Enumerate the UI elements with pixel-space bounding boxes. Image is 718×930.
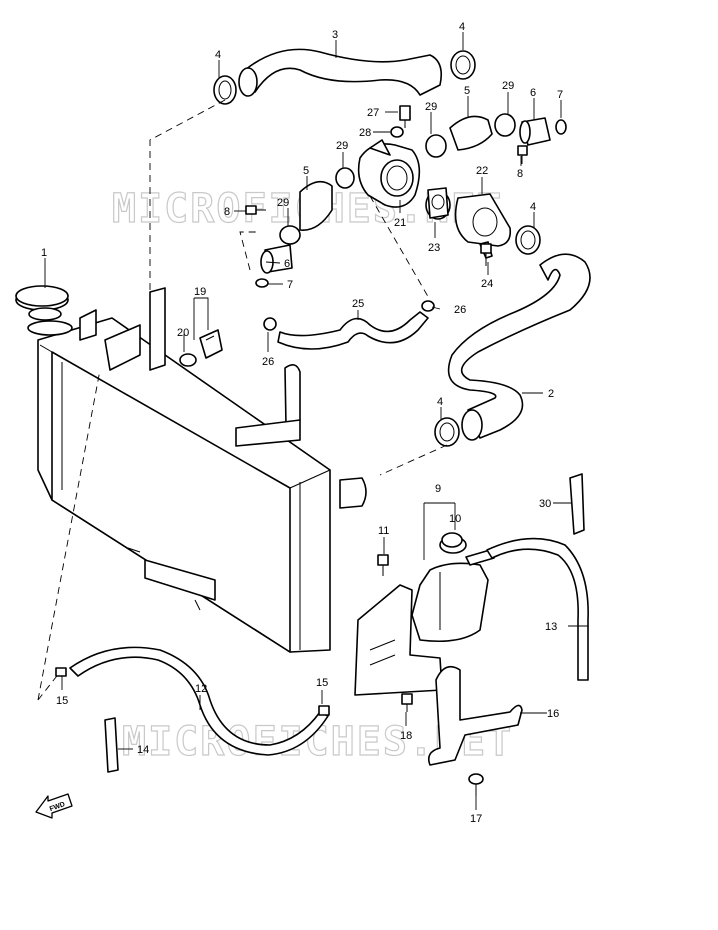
callout-11: 11 xyxy=(378,525,389,537)
clamp-29a xyxy=(425,134,447,158)
callout-3: 3 xyxy=(332,29,338,41)
pipe-fitting-6b xyxy=(260,244,293,274)
callout-25: 25 xyxy=(352,298,364,310)
radiator-cap xyxy=(15,285,73,336)
callout-4b: 4 xyxy=(459,21,465,33)
hose-12 xyxy=(69,646,329,756)
clamp-26b xyxy=(263,317,277,331)
callout-22: 22 xyxy=(476,165,488,177)
callout-15a: 15 xyxy=(56,695,68,707)
callout-17: 17 xyxy=(470,813,482,825)
callout-14: 14 xyxy=(137,744,149,756)
callout-24: 24 xyxy=(481,278,493,290)
callout-4c: 4 xyxy=(530,201,536,213)
hose-bypass xyxy=(277,311,429,350)
callout-6b: 6 xyxy=(284,258,290,270)
callout-13: 13 xyxy=(545,621,557,633)
clamp-26a xyxy=(421,300,435,312)
callout-28: 28 xyxy=(359,127,371,139)
fwd-arrow-icon: FWD xyxy=(35,793,73,819)
hose-holder-30 xyxy=(569,473,585,535)
hose-clamp-4b xyxy=(450,50,476,80)
o-ring-20 xyxy=(179,353,197,367)
gasket-28 xyxy=(390,126,404,138)
bolt-8a xyxy=(245,205,266,215)
fan-thermo-switch xyxy=(199,329,223,359)
callout-numbers: 1 2 3 4 4 4 4 5 5 6 6 7 7 8 8 9 10 11 12… xyxy=(41,21,563,825)
hose-clamp-4c xyxy=(515,225,541,255)
callout-12: 12 xyxy=(195,683,207,695)
callout-4a: 4 xyxy=(215,49,221,61)
thermostat-housing xyxy=(357,139,421,208)
clamp-15b xyxy=(318,705,330,716)
bolt-17 xyxy=(468,773,484,796)
callout-29a: 29 xyxy=(425,101,437,113)
callout-15b: 15 xyxy=(316,677,328,689)
callout-20: 20 xyxy=(177,327,189,339)
o-ring-7b xyxy=(255,278,269,288)
callout-6a: 6 xyxy=(530,87,536,99)
callout-1: 1 xyxy=(41,247,47,259)
callout-21: 21 xyxy=(394,217,406,229)
hose-short-5b xyxy=(299,180,333,231)
clamp-29b xyxy=(494,113,516,137)
hose-short-5a xyxy=(449,115,493,151)
callout-8b: 8 xyxy=(517,168,523,180)
callout-9: 9 xyxy=(435,483,441,495)
clamp-15a xyxy=(55,667,67,677)
callout-5b: 5 xyxy=(303,165,309,177)
radiator xyxy=(37,287,367,653)
callout-26a: 26 xyxy=(454,304,466,316)
callout-7b: 7 xyxy=(287,279,293,291)
reservoir-cap-10 xyxy=(441,532,463,548)
bolt-8b xyxy=(517,145,528,164)
callout-23: 23 xyxy=(428,242,440,254)
bolt-24 xyxy=(480,243,492,266)
callout-16: 16 xyxy=(547,708,559,720)
bolt-11 xyxy=(377,554,389,576)
hose-clamp-4d xyxy=(434,417,460,447)
callout-7a: 7 xyxy=(557,89,563,101)
clamp-29c xyxy=(335,167,355,189)
callout-18: 18 xyxy=(400,730,412,742)
bracket-16 xyxy=(427,665,523,766)
callout-19: 19 xyxy=(194,286,206,298)
callout-29b: 29 xyxy=(502,80,514,92)
callout-26b: 26 xyxy=(262,356,274,368)
hose-upper xyxy=(238,48,443,97)
hose-clamp-4a xyxy=(213,75,237,105)
hose-holder-14 xyxy=(104,717,119,773)
callout-4d: 4 xyxy=(437,396,443,408)
pipe-fitting-6a xyxy=(519,117,551,146)
callout-29d: 29 xyxy=(277,197,289,209)
hose-13 xyxy=(486,537,589,681)
callout-5a: 5 xyxy=(464,85,470,97)
bolt-18 xyxy=(401,693,413,712)
callout-2: 2 xyxy=(548,388,554,400)
callout-29c: 29 xyxy=(336,140,348,152)
reservoir-bracket xyxy=(354,584,443,696)
callout-27: 27 xyxy=(367,107,379,119)
callout-10: 10 xyxy=(449,513,461,525)
callout-8a: 8 xyxy=(224,206,230,218)
leader-lines xyxy=(37,32,588,810)
o-ring-7a xyxy=(555,119,567,135)
hose-lower-s xyxy=(447,253,591,441)
clamp-29d xyxy=(279,225,301,245)
thermostat xyxy=(425,187,451,220)
callout-30: 30 xyxy=(539,498,551,510)
temperature-sensor xyxy=(399,105,411,128)
